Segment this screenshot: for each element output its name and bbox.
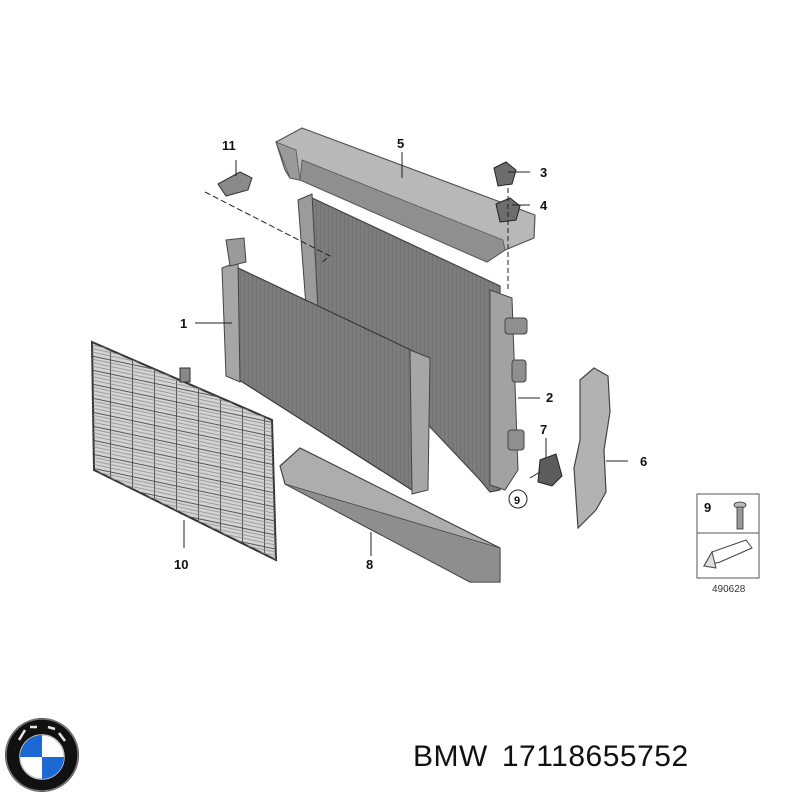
callout-1: 1: [180, 316, 187, 331]
arrow-icon: [702, 539, 753, 569]
part-10-air-guide-grille: [90, 340, 278, 562]
leader-lines: [183, 152, 628, 556]
reference-box-item: 9: [704, 500, 711, 515]
footer-part-number: 17118655752: [501, 740, 689, 773]
footer-brand-name: BMW: [413, 740, 488, 773]
part-2-rear-radiator: [297, 193, 528, 493]
screw-icon: [733, 501, 747, 530]
reference-box-number: 490628: [712, 584, 746, 595]
callout-8: 8: [366, 557, 373, 572]
callout-7: 7: [540, 422, 547, 437]
callout-10: 10: [174, 557, 188, 572]
callout-5: 5: [397, 136, 404, 151]
callout-3: 3: [540, 165, 547, 180]
part-7-holder: [537, 453, 563, 487]
part-8-lower-air-duct: [279, 447, 501, 583]
callout-2: 2: [546, 390, 553, 405]
part-1-condenser: [221, 237, 431, 495]
callout-9-circle: [508, 489, 528, 509]
bmw-logo: [5, 718, 79, 792]
callout-6: 6: [640, 454, 647, 469]
part-3-cap: [493, 161, 517, 187]
callout-11: 11: [222, 138, 236, 153]
footer-part-label: BMW 17118655752: [413, 740, 703, 774]
callout-9: 9: [514, 495, 520, 507]
reference-box: 9 490628: [696, 493, 760, 595]
part-5-upper-air-duct: [275, 127, 536, 263]
part-11-sensor: [217, 171, 253, 197]
callout-4: 4: [540, 198, 548, 213]
part-6-side-air-guide: [573, 367, 611, 530]
